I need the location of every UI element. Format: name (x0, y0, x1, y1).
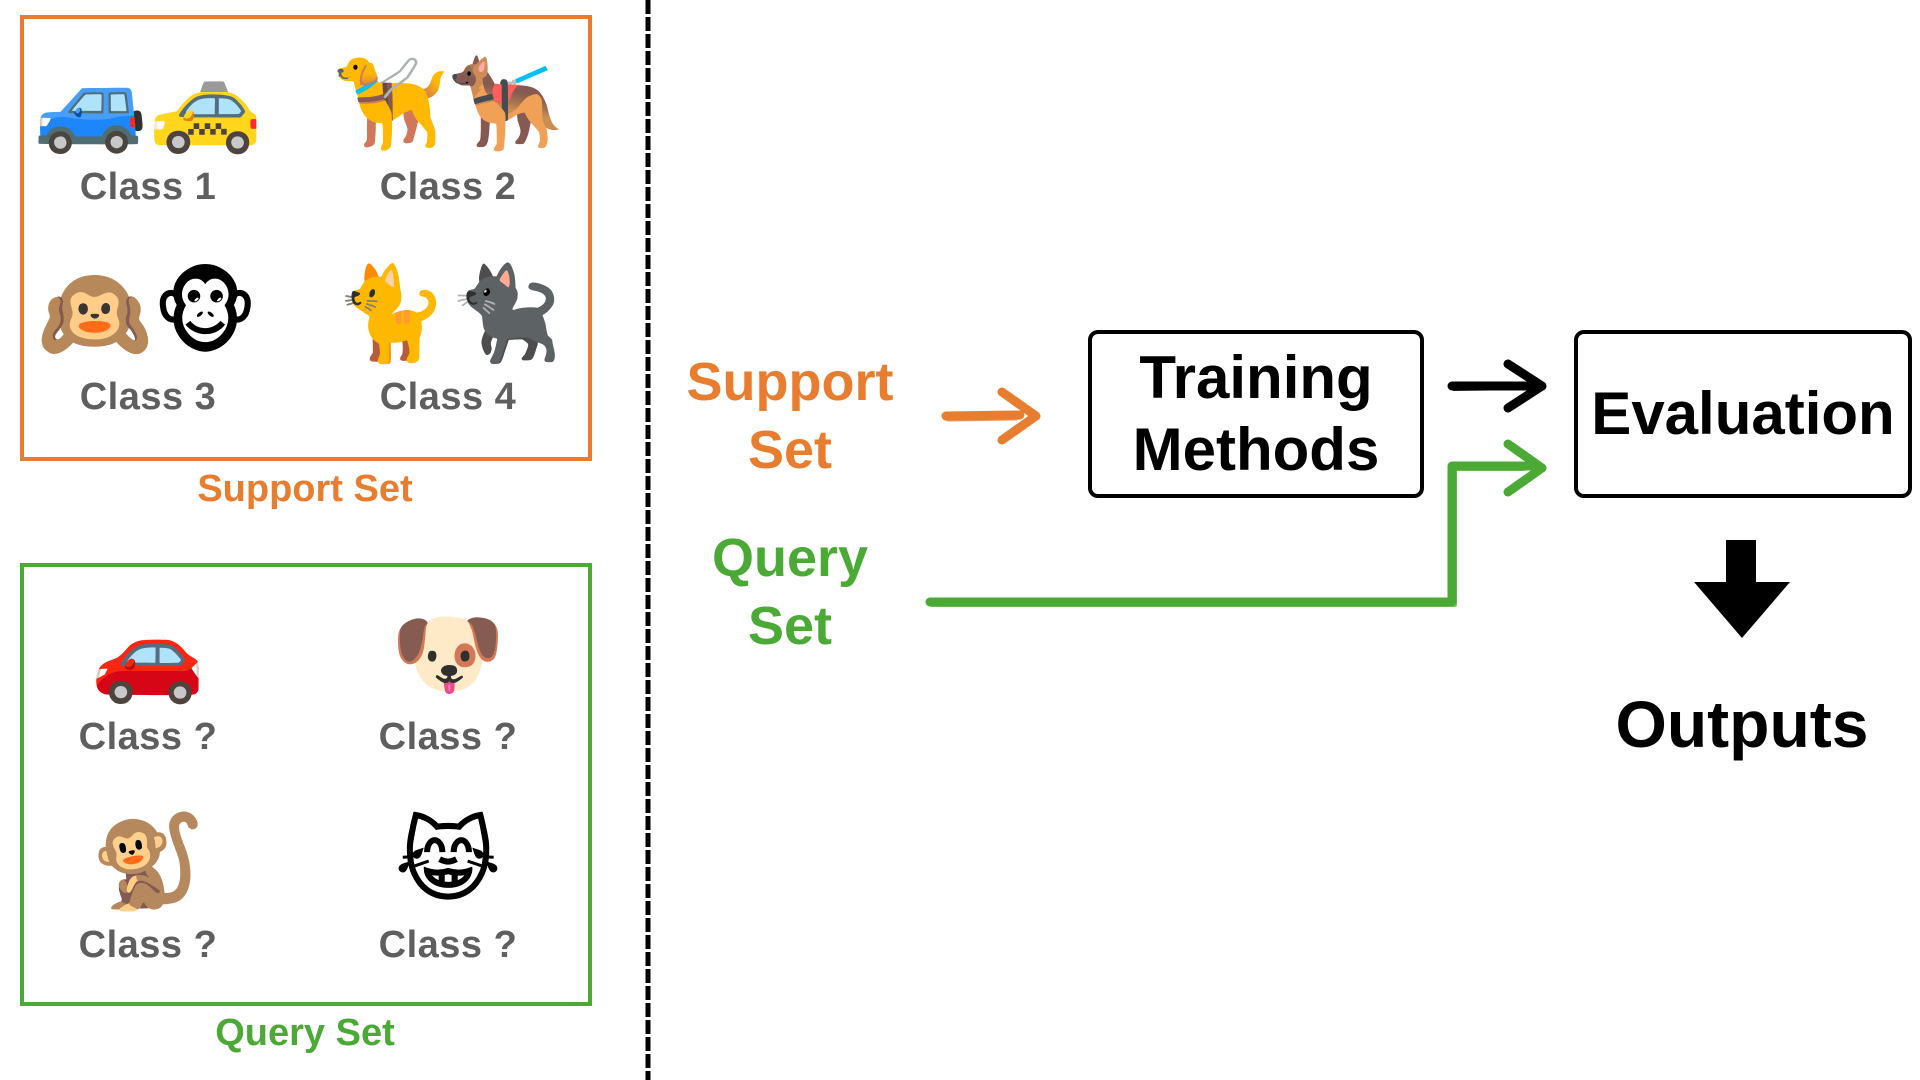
class-label: Class 4 (379, 376, 517, 418)
hear-no-evil-monkey-icon: 🙉 (37, 260, 153, 367)
guide-dog-icon: 🦮 (333, 50, 448, 157)
class-label: Class ? (78, 716, 218, 758)
query-set-box (20, 563, 592, 1006)
vertical-divider (645, 0, 651, 1080)
query-set-label-line-1: Query (711, 528, 869, 588)
support-class-2: 🦮 🐕‍🦺 Class 2 (318, 40, 578, 209)
query-class-1: 🚗 Class ? (18, 590, 278, 759)
training-to-evaluation-arrow (1447, 359, 1547, 413)
cat-tears-of-joy-icon: 😹 (394, 808, 502, 915)
query-set-caption: Query Set (215, 1012, 395, 1054)
support-class-4: 🐈 🐈‍⬛ Class 4 (318, 250, 578, 419)
class-label: Class 3 (79, 376, 217, 418)
outputs-label: Outputs (1615, 687, 1869, 761)
class-label: Class 1 (79, 166, 217, 208)
query-set-label-line-2: Set (747, 596, 833, 656)
support-arrow (941, 387, 1041, 445)
class-label: Class ? (378, 716, 518, 758)
support-set-label-line-1: Support (686, 352, 894, 412)
query-class-3: 🐒 Class ? (18, 798, 278, 967)
training-methods-line-1: Training (1139, 344, 1373, 411)
car-icon: 🚙 (33, 50, 148, 157)
taxi-icon: 🚕 (148, 50, 263, 157)
query-arrow (925, 439, 1547, 607)
support-set-label: Support Set (660, 348, 920, 484)
query-class-4: 😹 Class ? (318, 798, 578, 967)
class-label: Class 2 (379, 166, 517, 208)
monkey-icon: 🐒 (90, 808, 206, 915)
training-methods-box: Training Methods (1088, 330, 1424, 498)
down-arrow-icon (1694, 540, 1790, 638)
support-class-1: 🚙 🚕 Class 1 (18, 40, 278, 209)
service-dog-icon: 🐕‍🦺 (448, 50, 563, 157)
class-label: Class ? (378, 924, 518, 966)
query-set-label: Query Set (660, 524, 920, 660)
cat-icon: 🐈 (333, 260, 448, 367)
training-methods-line-2: Methods (1132, 416, 1380, 483)
support-set-label-line-2: Set (747, 420, 833, 480)
support-set-caption: Support Set (197, 468, 413, 510)
support-set-box (20, 15, 592, 461)
support-class-3: 🙉 🐵 Class 3 (18, 250, 278, 419)
class-label: Class ? (78, 924, 218, 966)
monkey-face-icon: 🐵 (152, 260, 259, 367)
query-class-2: 🐶 Class ? (318, 590, 578, 759)
evaluation-box: Evaluation (1574, 330, 1912, 498)
black-cat-icon: 🐈‍⬛ (448, 260, 563, 367)
red-car-icon: 🚗 (90, 600, 206, 707)
dog-face-icon: 🐶 (390, 600, 506, 707)
